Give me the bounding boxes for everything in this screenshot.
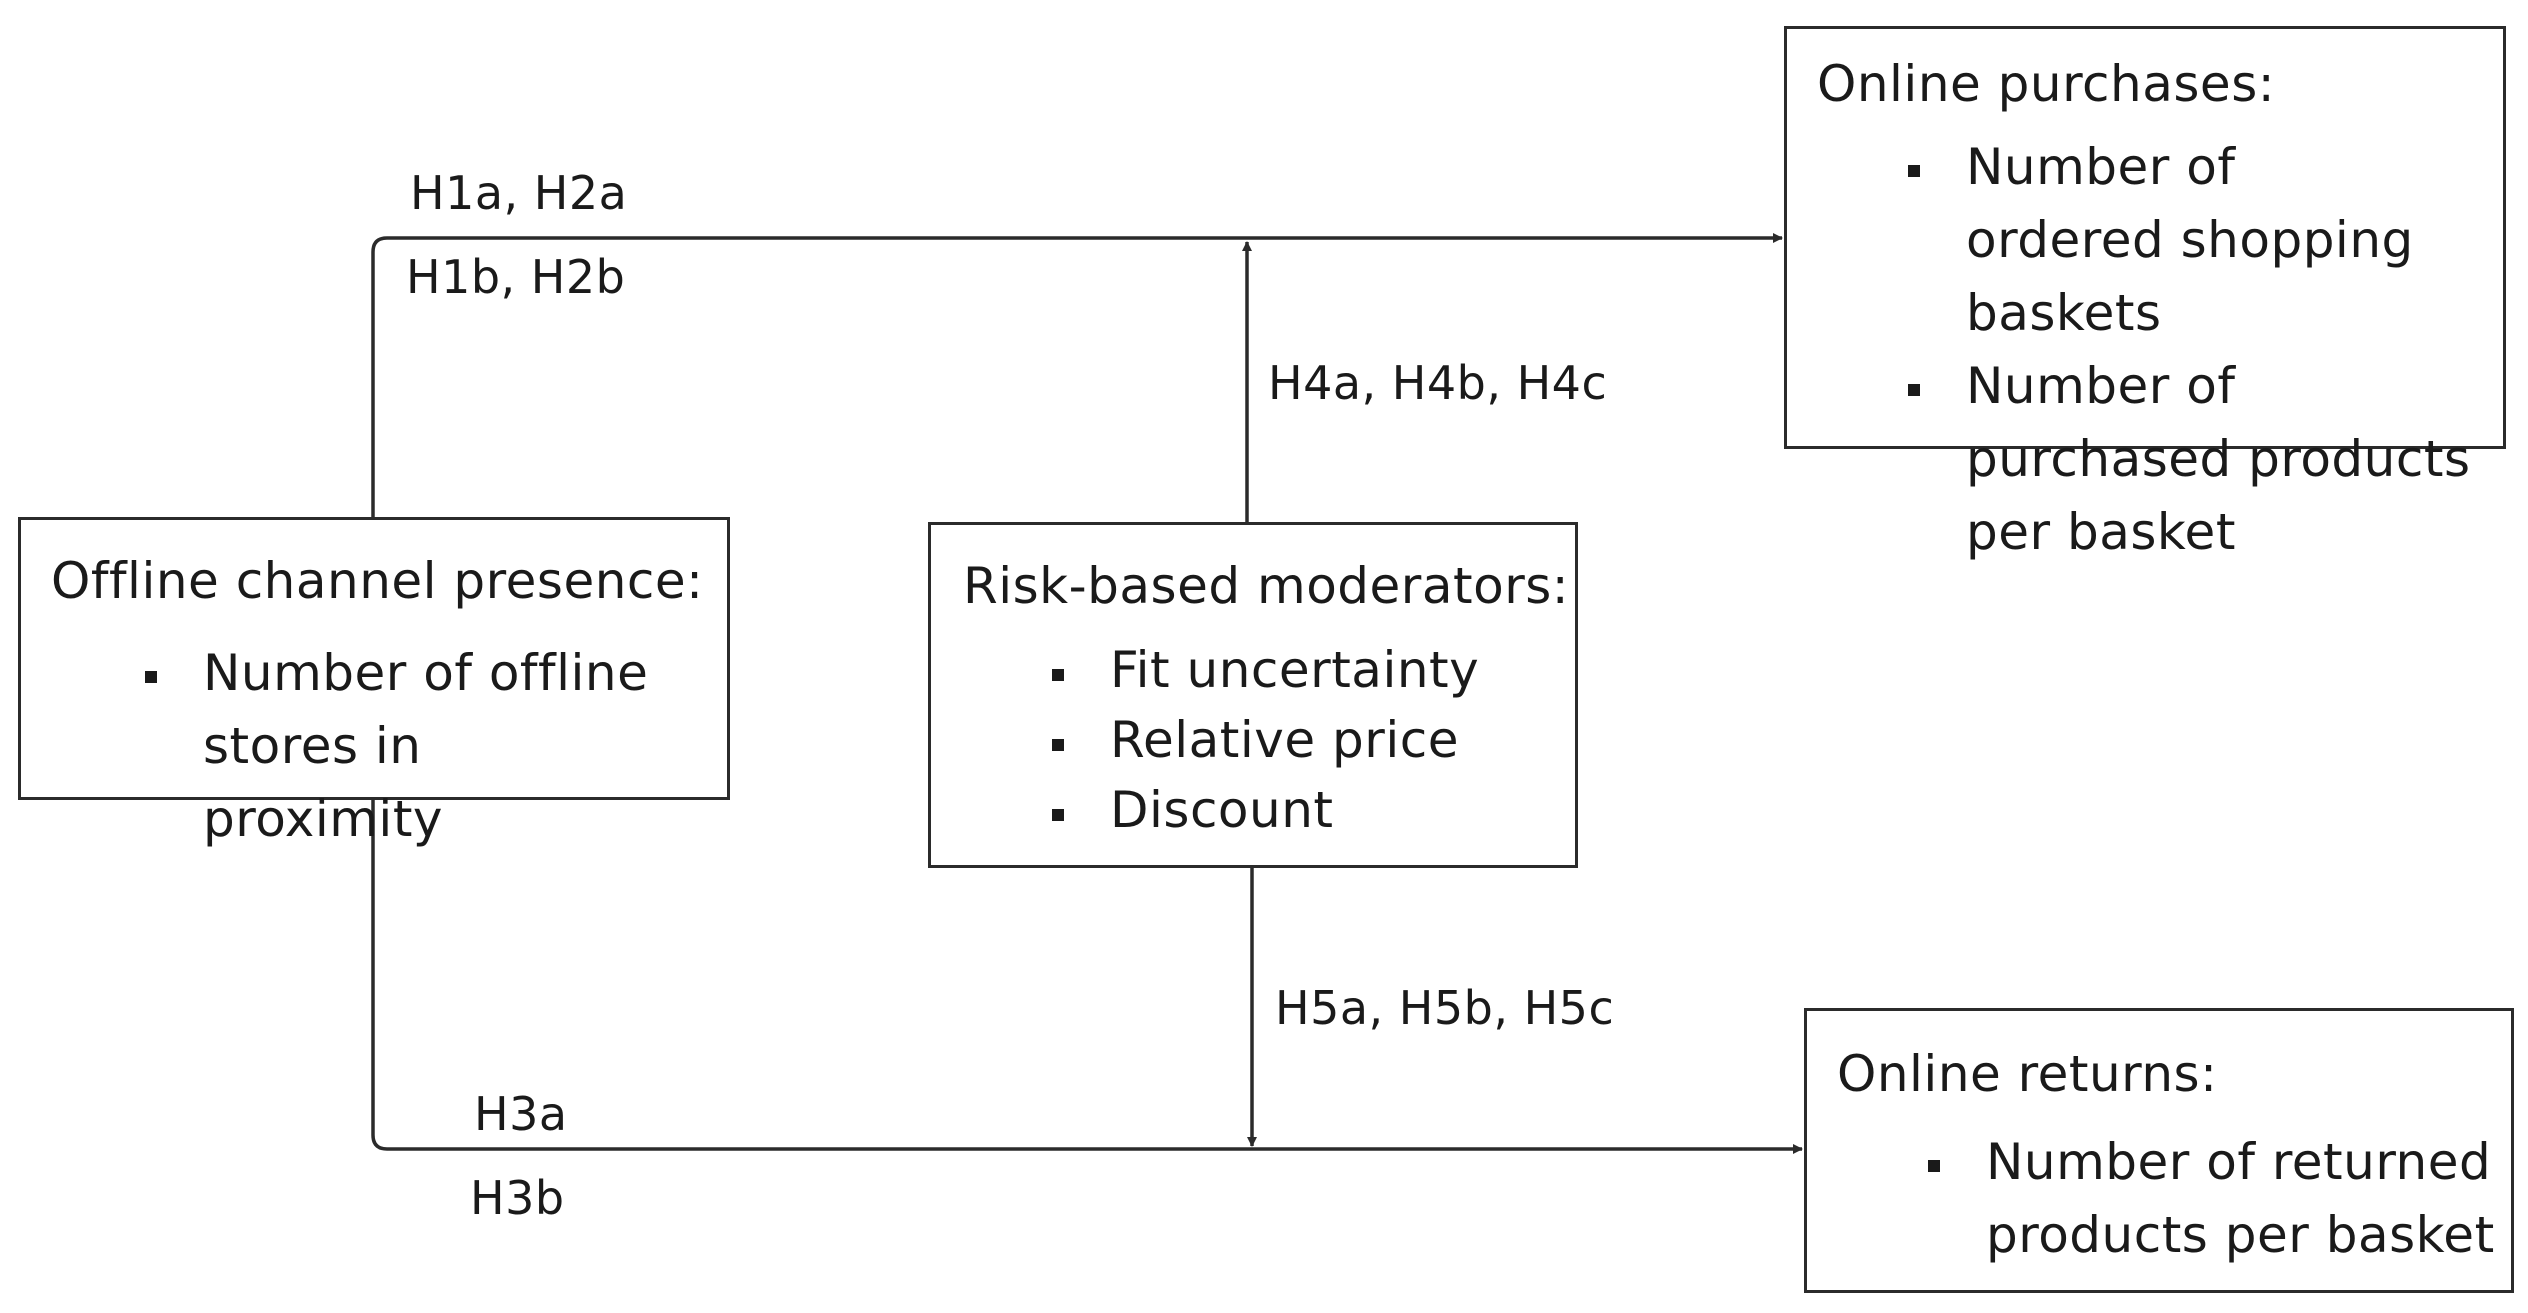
offline-channel-item-stores: Number of offline stores in proximity — [139, 637, 663, 856]
online-returns-title: Online returns: — [1837, 1045, 2218, 1103]
arrow-to-online-purchases — [371, 233, 1783, 517]
offline-channel-box: Offline channel presence: Number of offl… — [18, 517, 730, 848]
online-returns-list: Number of returned products per basket — [1922, 1126, 2506, 1272]
online-purchases-list: Number of ordered shopping baskets Numbe… — [1902, 131, 2506, 569]
label-h4abc: H4a, H4b, H4c — [1268, 356, 1608, 410]
online-purchases-title: Online purchases: — [1817, 55, 2276, 113]
moderators-title: Risk-based moderators: — [963, 557, 1570, 615]
arrow-to-online-returns — [371, 800, 1803, 1154]
moderator-item-fit-uncertainty: Fit uncertainty — [1046, 635, 1479, 705]
online-purchases-item-ordered-baskets: Number of ordered shopping baskets — [1902, 131, 2436, 350]
online-returns-item-returned-products: Number of returned products per basket — [1922, 1126, 2506, 1272]
label-h3b: H3b — [470, 1171, 565, 1225]
online-returns-box: Online returns: Number of returned produ… — [1804, 1008, 2514, 1293]
offline-channel-list: Number of offline stores in proximity — [139, 637, 663, 856]
moderators-box: Risk-based moderators: Fit uncertainty R… — [928, 522, 1578, 868]
label-h3a: H3a — [474, 1087, 568, 1141]
moderators-list: Fit uncertainty Relative price Discount — [1046, 635, 1479, 845]
offline-channel-title: Offline channel presence: — [51, 552, 704, 610]
moderator-item-discount: Discount — [1046, 775, 1479, 845]
label-h1a-h2a: H1a, H2a — [410, 166, 628, 220]
label-h1b-h2b: H1b, H2b — [406, 250, 626, 304]
moderator-item-relative-price: Relative price — [1046, 705, 1479, 775]
online-purchases-item-purchased-products: Number of purchased products per basket — [1902, 350, 2506, 569]
label-h5abc: H5a, H5b, H5c — [1275, 981, 1615, 1035]
online-purchases-box: Online purchases: Number of ordered shop… — [1784, 26, 2506, 561]
